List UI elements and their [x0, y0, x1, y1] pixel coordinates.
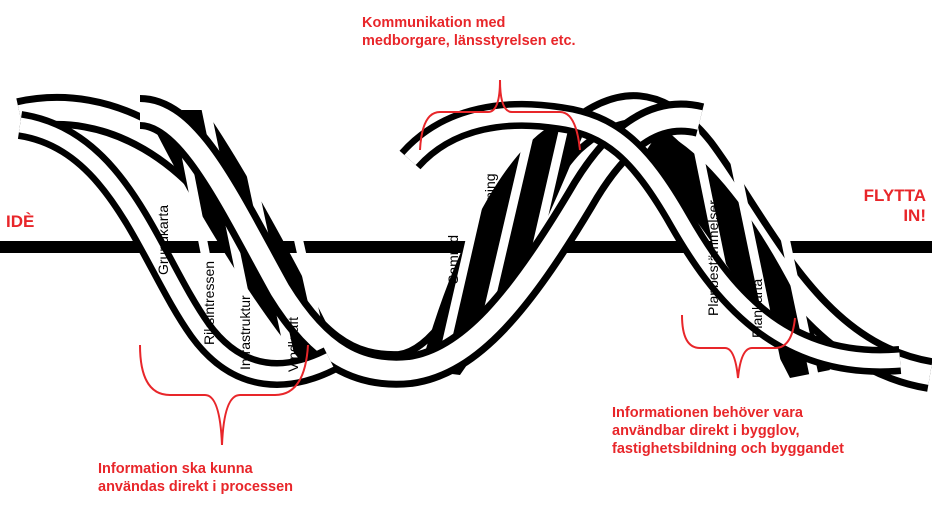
- end-label: FLYTTA IN!: [846, 186, 926, 226]
- annotation-bottom-right-line3: fastighetsbildning och byggandet: [612, 440, 844, 458]
- stage-label-vindkraft: Vindkraft: [285, 317, 301, 372]
- end-label-line1: FLYTTA: [846, 186, 926, 206]
- annotation-bottom-left-line1: Information ska kunna: [98, 460, 293, 478]
- stage-label-plankarta: Plankarta: [749, 279, 765, 338]
- annotation-bottom-right-line2: användbar direkt i bygglov,: [612, 422, 844, 440]
- annotation-top-line2: medborgare, länsstyrelsen etc.: [362, 32, 576, 50]
- annotation-bottom-right: Informationen behöver vara användbar dir…: [612, 404, 844, 458]
- stage-label-planbestammelser: Planbestämmelser: [705, 200, 721, 316]
- stage-label-samrad: Samråd: [445, 235, 461, 284]
- stage-label-infrastruktur: Infrastruktur: [237, 295, 253, 370]
- stage-label-granskning: Granskning: [482, 173, 498, 245]
- annotation-bottom-left-line2: användas direkt i processen: [98, 478, 293, 496]
- stage-label-grundkarta: Grundkarta: [155, 205, 171, 275]
- start-label: IDÈ: [6, 212, 34, 232]
- annotation-top-line1: Kommunikation med: [362, 14, 576, 32]
- stage-label-riksintressen: Riksintressen: [201, 261, 217, 345]
- annotation-bottom-right-line1: Informationen behöver vara: [612, 404, 844, 422]
- stage-label-beslut: Beslut: [532, 139, 548, 178]
- annotation-top: Kommunikation med medborgare, länsstyrel…: [362, 14, 576, 50]
- end-label-line2: IN!: [846, 206, 926, 226]
- annotation-bottom-left: Information ska kunna användas direkt i …: [98, 460, 293, 496]
